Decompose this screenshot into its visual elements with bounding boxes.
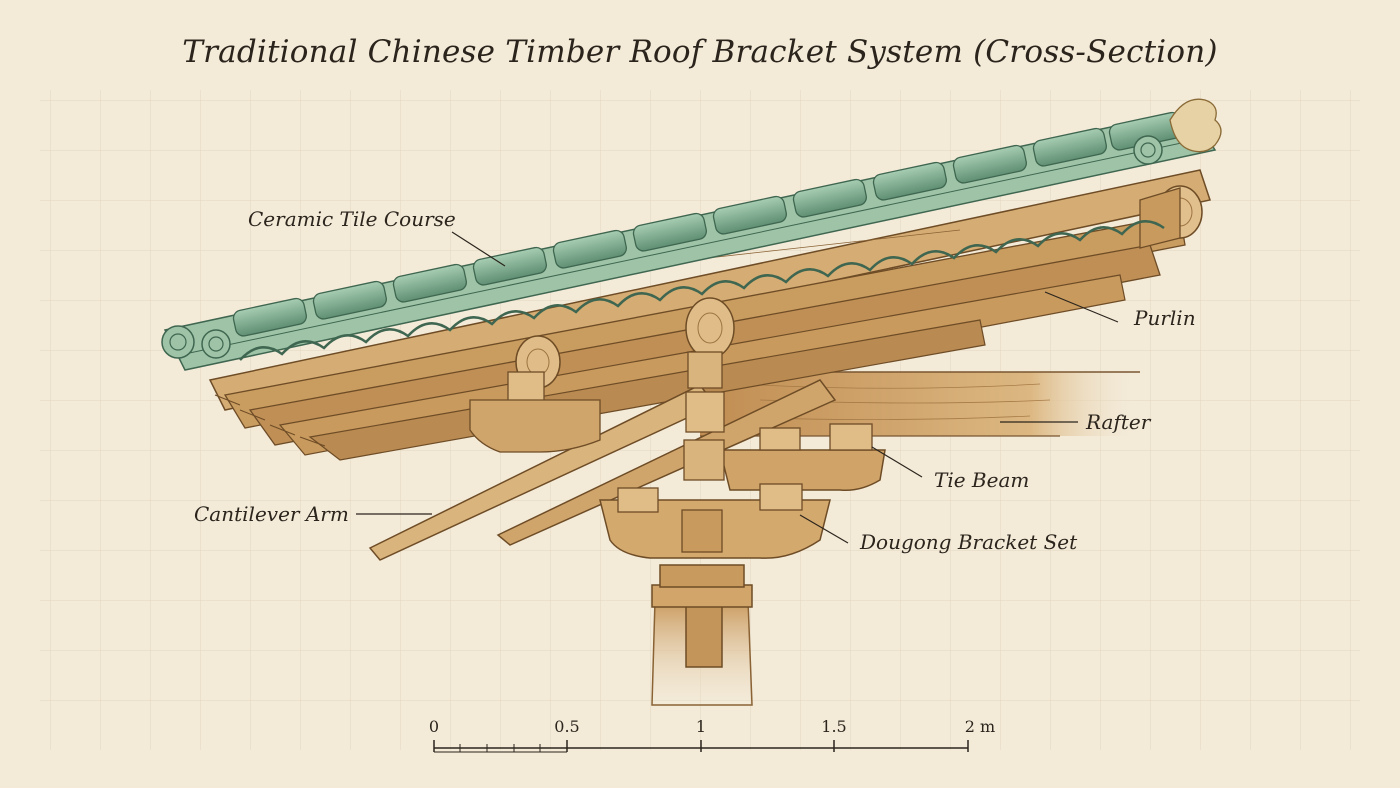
label-dougong-bracket-set: Dougong Bracket Set <box>859 530 1078 554</box>
leader-lines <box>356 231 1119 544</box>
scale-tick-0-5: 0.5 <box>554 717 579 736</box>
label-purlin: Purlin <box>1133 306 1196 330</box>
purlin-logs <box>515 185 1203 389</box>
diagram-title: Traditional Chinese Timber Roof Bracket … <box>182 34 1218 70</box>
scale-tick-1: 1 <box>696 717 706 736</box>
timber-column <box>651 564 753 706</box>
label-ceramic-tile-course: Ceramic Tile Course <box>248 207 456 231</box>
scale-tick-2m: 2 m <box>965 717 995 736</box>
scale-bar: 0 0.5 1 1.5 2 m <box>429 717 995 753</box>
scale-tick-0: 0 <box>429 717 439 736</box>
label-cantilever-arm: Cantilever Arm <box>194 502 349 526</box>
label-rafter: Rafter <box>1085 410 1152 434</box>
ceramic-tile-course <box>161 98 1222 371</box>
dougong-bracket-set <box>469 351 886 559</box>
scale-tick-1-5: 1.5 <box>821 717 846 736</box>
ridge-ornament <box>1169 98 1222 153</box>
label-tie-beam: Tie Beam <box>934 468 1029 492</box>
